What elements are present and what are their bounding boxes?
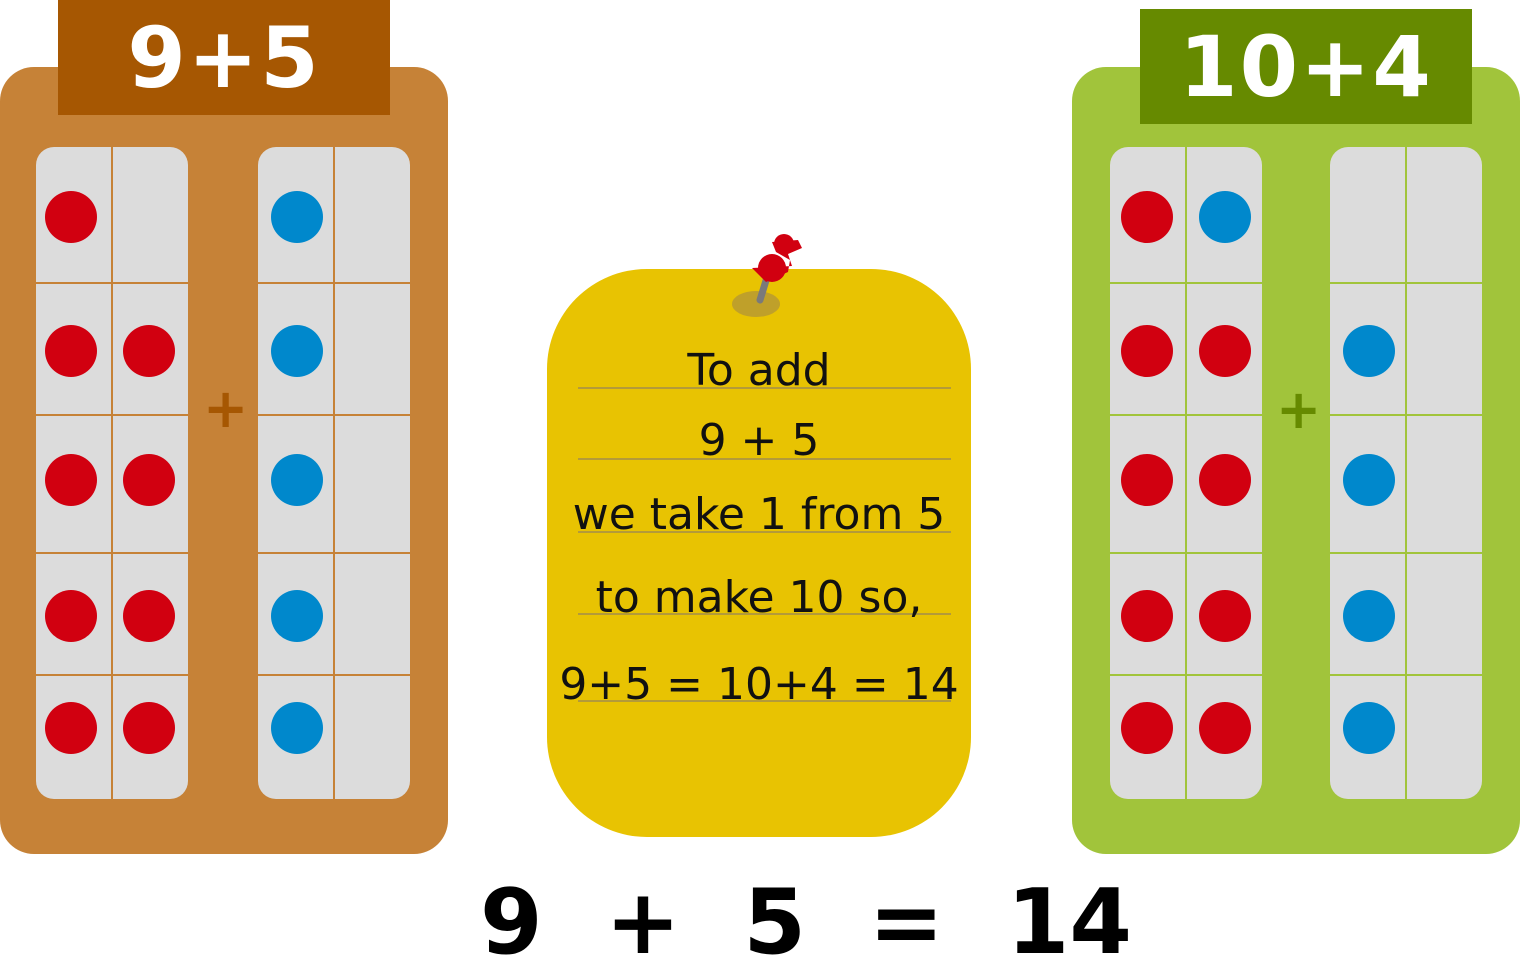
red-counter (1121, 191, 1173, 243)
right-ten-frame-2 (1330, 147, 1482, 799)
note-line-4: to make 10 so, (595, 572, 923, 623)
blue-counter (1343, 325, 1395, 377)
red-counter (1199, 590, 1251, 642)
red-counter (45, 191, 97, 243)
left-plus-sign: + (203, 377, 249, 440)
push-pin-icon (732, 234, 802, 317)
equation: 9 + 5 = 14 (480, 870, 1132, 975)
red-counter (123, 325, 175, 377)
red-counter (123, 590, 175, 642)
blue-counter (1343, 590, 1395, 642)
blue-counter (271, 325, 323, 377)
red-counter (45, 590, 97, 642)
right-title: 10+4 (1140, 9, 1472, 124)
red-counter (1121, 702, 1173, 754)
blue-counter (271, 454, 323, 506)
red-counter (123, 454, 175, 506)
note-line-2: 9 + 5 (698, 415, 820, 466)
right-plus-sign: + (1276, 378, 1322, 441)
red-counter (45, 702, 97, 754)
red-counter (45, 325, 97, 377)
blue-counter (1199, 191, 1251, 243)
right-ten-frame-1 (1110, 147, 1262, 799)
sticky-note: To add 9 + 5 we take 1 from 5 to make 10… (547, 269, 971, 837)
red-counter (1121, 454, 1173, 506)
blue-counter (1343, 702, 1395, 754)
blue-counter (271, 702, 323, 754)
left-ten-frame-2 (258, 147, 410, 799)
red-counter (1199, 702, 1251, 754)
blue-counter (271, 191, 323, 243)
left-ten-frame-1 (36, 147, 188, 799)
note-line-5: 9+5 = 10+4 = 14 (559, 659, 959, 710)
red-counter (1121, 590, 1173, 642)
red-counter (123, 702, 175, 754)
red-counter (1199, 325, 1251, 377)
red-counter (1199, 454, 1251, 506)
red-counter (1121, 325, 1173, 377)
left-title: 9+5 (58, 0, 390, 115)
blue-counter (271, 590, 323, 642)
note-line-1: To add (687, 345, 831, 396)
blue-counter (1343, 454, 1395, 506)
red-counter (45, 454, 97, 506)
note-line-3: we take 1 from 5 (572, 489, 946, 540)
